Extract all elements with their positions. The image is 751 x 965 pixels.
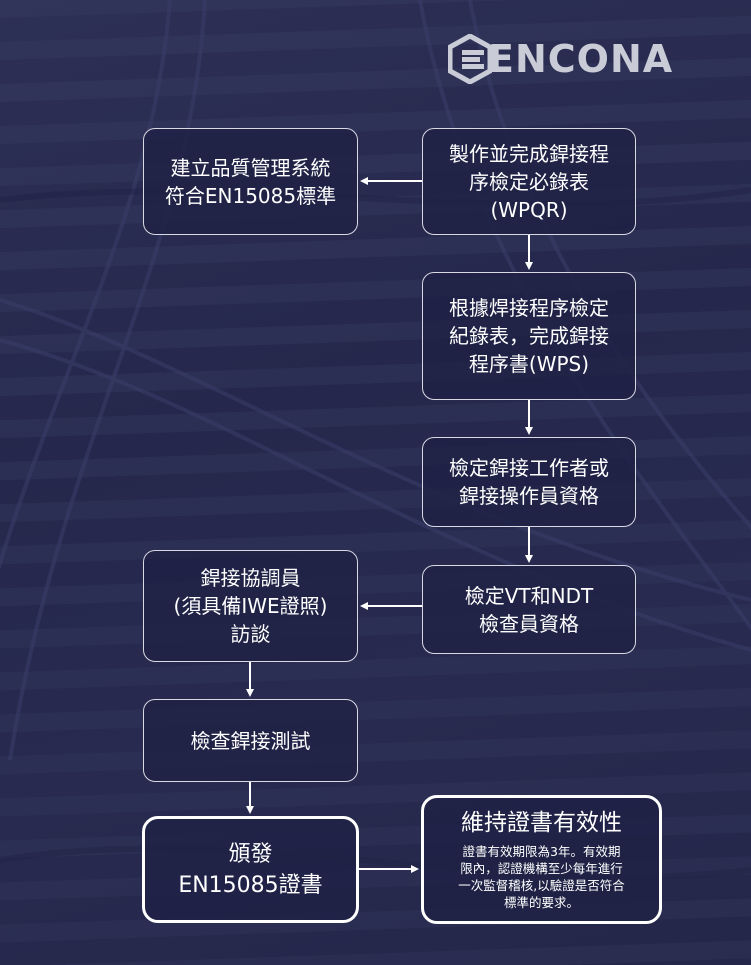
certificate-line-2: EN15085證書 (178, 872, 323, 898)
inspector-line-2: 檢查員資格 (478, 611, 579, 636)
box-inspector-qualification: 檢定VT和NDT 檢查員資格 (422, 565, 636, 654)
logo-wordmark: ENCONA (488, 37, 674, 81)
wpqr-line-1: 製作並完成銲接程 (449, 141, 609, 166)
box-quality-management: 建立品質管理系統 符合EN15085標準 (143, 128, 358, 235)
qms-line-2: 符合EN15085標準 (164, 183, 337, 208)
encona-logo: ENCONA (448, 34, 724, 84)
inspector-line-1: 檢定VT和NDT (464, 583, 594, 608)
wps-line-1: 根據焊接程序檢定 (449, 296, 609, 320)
wps-line-3: 程序書(WPS) (468, 352, 590, 376)
test-line-1: 檢查銲接測試 (190, 728, 311, 753)
coordinator-line-2: (須具備IWE證照) (173, 594, 328, 618)
box-maintain-certificate: 維持證書有效性 證書有效期限為3年。有效期 限內，認證機構至少每年進行 一次監督… (421, 795, 662, 924)
maintain-body-line-4: 標準的要求。 (503, 894, 579, 910)
qms-line-1: 建立品質管理系統 (170, 155, 331, 180)
box-issue-certificate: 頒發 EN15085證書 (142, 816, 359, 923)
welder-line-2: 銲接操作員資格 (459, 484, 599, 508)
wpqr-line-3: (WPQR) (490, 197, 568, 222)
coordinator-line-3: 訪談 (230, 622, 271, 646)
box-wps: 根據焊接程序檢定 紀錄表，完成銲接 程序書(WPS) (422, 272, 636, 400)
maintain-body-line-2: 限內，認證機構至少每年進行 (460, 860, 623, 876)
wpqr-line-2: 序檢定必錄表 (469, 169, 589, 194)
wps-line-2: 紀錄表，完成銲接 (449, 324, 609, 348)
box-welder-qualification: 檢定銲接工作者或 銲接操作員資格 (422, 437, 636, 527)
maintain-body-line-3: 一次監督稽核,以驗證是否符合 (458, 877, 625, 893)
box-coordinator-interview: 銲接協調員 (須具備IWE證照) 訪談 (143, 550, 358, 662)
certificate-line-1: 頒發 (228, 841, 273, 867)
box-wpqr: 製作並完成銲接程 序檢定必錄表 (WPQR) (422, 128, 636, 235)
coordinator-line-1: 銲接協調員 (200, 566, 301, 590)
maintain-title: 維持證書有效性 (460, 809, 622, 836)
welder-line-1: 檢定銲接工作者或 (449, 456, 609, 480)
maintain-body-line-1: 證書有效期限為3年。有效期 (462, 843, 621, 859)
hexagon-logo-icon (448, 34, 492, 84)
box-welding-test: 檢查銲接測試 (143, 699, 358, 782)
